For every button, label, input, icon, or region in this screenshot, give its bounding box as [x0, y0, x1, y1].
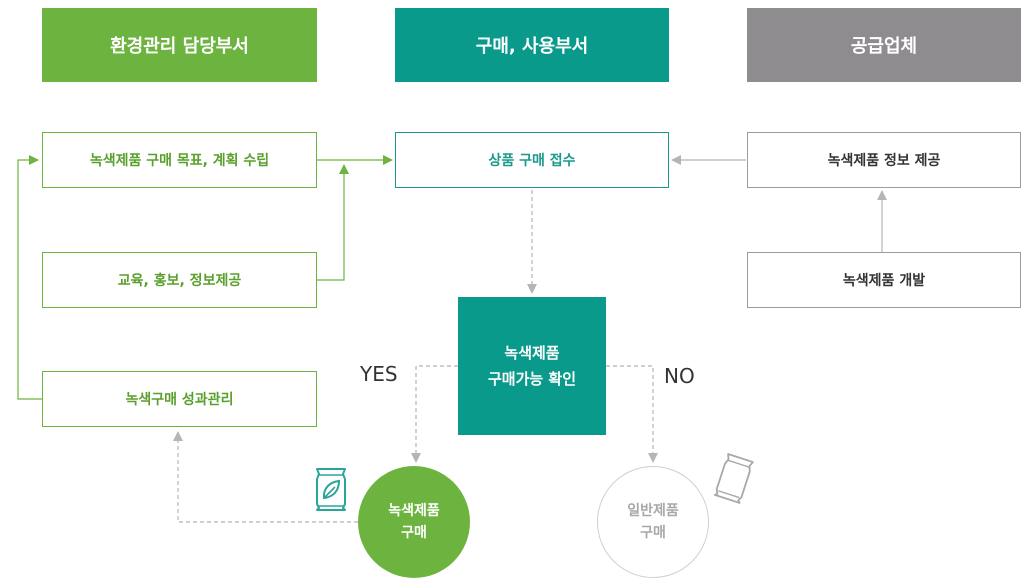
header-supplier: 공급업체	[747, 8, 1021, 82]
arrow-no-branch	[606, 365, 658, 463]
arrow-education-to-receipt	[316, 164, 349, 281]
arrow-yes-branch	[411, 365, 458, 463]
general-purchase-line2: 구매	[640, 525, 666, 541]
leaf-package-icon	[316, 468, 346, 511]
header-env-dept: 환경관리 담당부서	[42, 8, 317, 82]
general-purchase-circle: 일반제품 구매	[597, 466, 709, 578]
general-purchase-line1: 일반제품	[627, 503, 679, 519]
no-label: NO	[664, 364, 695, 388]
green-purchase-line2: 구매	[401, 525, 427, 541]
yes-label: YES	[360, 362, 398, 386]
green-purchase-circle: 녹색제품 구매	[358, 466, 470, 578]
performance-box: 녹색구매 성과관리	[42, 371, 317, 427]
supplier-info-box: 녹색제품 정보 제공	[747, 132, 1021, 188]
availability-check-box: 녹색제품 구매가능 확인	[458, 297, 606, 435]
goal-plan-box: 녹색제품 구매 목표, 계획 수립	[42, 132, 317, 188]
green-purchase-line1: 녹색제품	[388, 503, 440, 519]
arrow-purchase-to-performance	[173, 431, 358, 523]
purchase-receipt-box: 상품 구매 접수	[395, 132, 669, 188]
decision-line1: 녹색제품	[504, 344, 560, 362]
decision-line2: 구매가능 확인	[487, 370, 577, 388]
arrow-performance-to-goal	[17, 155, 42, 400]
supplier-development-box: 녹색제품 개발	[747, 252, 1021, 308]
plain-package-icon	[713, 453, 754, 504]
header-purchase-dept: 구매, 사용부서	[395, 8, 669, 82]
education-box: 교육, 홍보, 정보제공	[42, 252, 317, 308]
